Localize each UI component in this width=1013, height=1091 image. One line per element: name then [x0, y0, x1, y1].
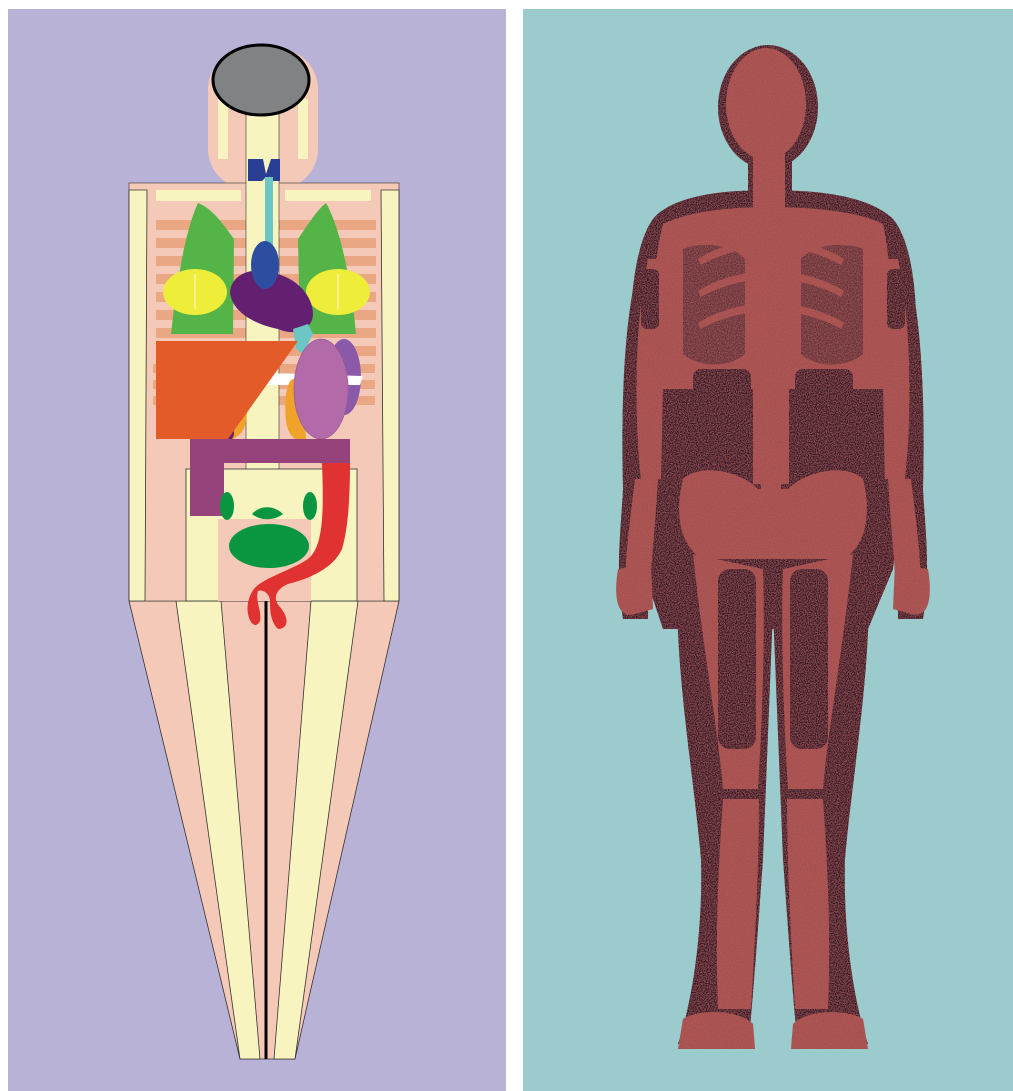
right-clavicle — [285, 190, 371, 201]
heart-chamber — [251, 241, 279, 289]
bladder — [229, 524, 309, 568]
right-ovary — [303, 492, 317, 520]
stomach — [294, 339, 348, 439]
stylized-phantom-panel — [8, 9, 506, 1091]
left-arm-bone — [129, 190, 147, 601]
left-clavicle — [156, 190, 241, 201]
left-ovary — [220, 492, 234, 520]
right-arm-bone — [381, 190, 399, 601]
voxel-body-phantom — [523, 9, 1013, 1091]
skull-right — [298, 99, 308, 159]
skull-left — [218, 99, 228, 159]
brain — [213, 45, 309, 115]
voxel-phantom-panel — [523, 9, 1013, 1091]
ascending-colon — [190, 439, 224, 516]
stylized-body-phantom — [8, 9, 506, 1091]
